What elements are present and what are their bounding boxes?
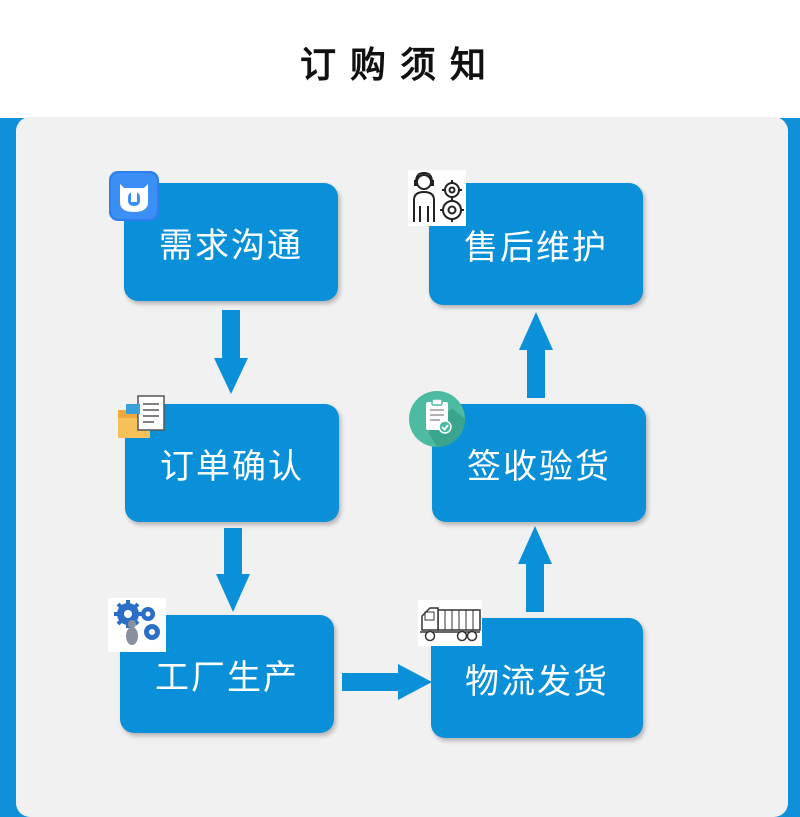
header: 订购须知 xyxy=(0,0,800,118)
step-label: 售后维护 xyxy=(464,227,608,268)
arrow-down-2 xyxy=(216,528,250,612)
arrow-up-2 xyxy=(519,312,553,398)
step-requirement-communication: 需求沟通 xyxy=(124,183,338,301)
support-agent-icon xyxy=(408,170,466,228)
chat-app-icon xyxy=(108,170,162,224)
step-logistics-shipping: 物流发货 xyxy=(431,618,643,738)
flow-arrows xyxy=(214,310,553,700)
step-receipt-inspection: 签收验货 xyxy=(432,404,646,522)
arrow-right xyxy=(342,664,432,700)
arrow-up-1 xyxy=(518,526,552,612)
arrow-down-1 xyxy=(214,310,248,394)
step-label: 需求沟通 xyxy=(159,225,303,266)
step-label: 物流发货 xyxy=(465,661,609,702)
step-label: 订单确认 xyxy=(160,446,304,487)
clipboard-check-icon xyxy=(408,390,466,448)
document-folder-icon xyxy=(116,392,170,446)
step-label: 签收验货 xyxy=(467,446,611,487)
step-label: 工厂生产 xyxy=(155,657,299,698)
truck-icon xyxy=(418,600,482,654)
page-title: 订购须知 xyxy=(299,45,500,86)
gears-icon xyxy=(108,598,166,652)
